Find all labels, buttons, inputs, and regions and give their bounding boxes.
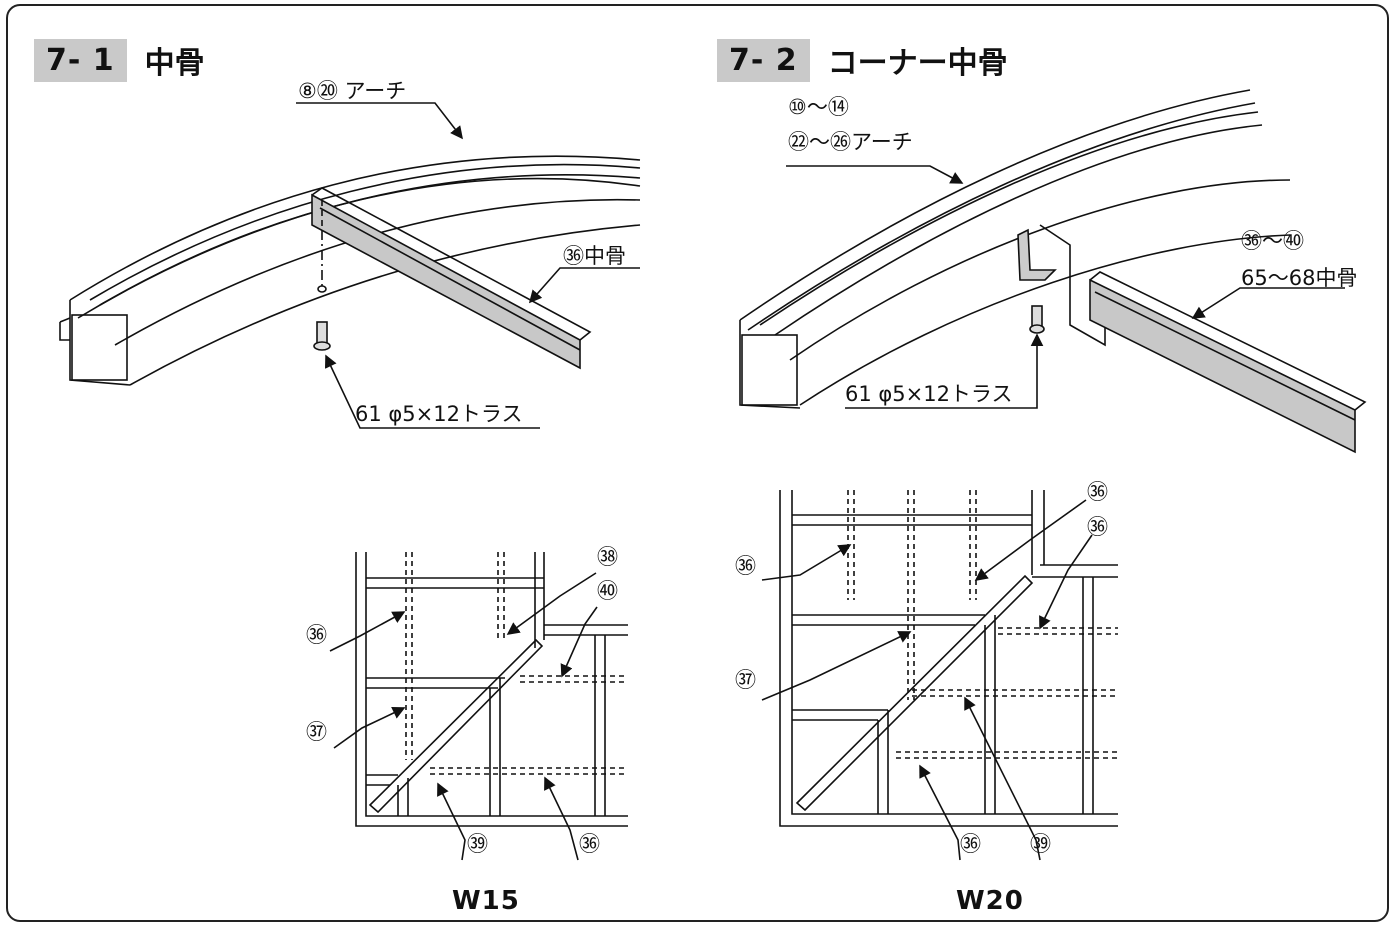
arch-7-2	[739, 89, 1291, 409]
callout-w20-37: ㊲	[735, 668, 756, 692]
label-arch-7-2-line2: ㉒～㉖アーチ	[788, 130, 913, 154]
label-screw-7-2: 61 φ5×12トラス	[845, 382, 1013, 406]
outer-frame	[6, 4, 1389, 922]
callout-w15-36-bottom: ㊱	[579, 832, 600, 856]
section-7-1-title: 中骨	[144, 46, 205, 81]
leader-naka-7-1	[528, 267, 640, 304]
callout-w20-39: ㊴	[1030, 832, 1051, 856]
section-7-1-header: 7- 1 中骨	[34, 38, 205, 82]
caption-w15: W15	[452, 886, 520, 916]
leader-screw-7-2	[845, 333, 1044, 409]
callout-w15-38: ㊳	[597, 545, 618, 569]
plan-w15	[329, 552, 628, 861]
cross-member-7-1	[311, 187, 592, 370]
label-arch-7-1: ⑧⑳ アーチ	[298, 79, 407, 103]
leader-screw-7-1	[324, 354, 540, 429]
label-arch-7-2-line1: ⑩～⑭	[788, 95, 849, 119]
label-naka-7-2-line2: 65～68中骨	[1241, 266, 1358, 290]
callout-w20-36-right: ㊱	[1087, 515, 1108, 539]
label-screw-7-1: 61 φ5×12トラス	[355, 402, 523, 426]
screw-7-2	[1029, 305, 1045, 334]
screw-7-1	[313, 321, 331, 351]
arch-7-1	[59, 155, 641, 386]
callout-w20-36-top: ㊱	[1087, 480, 1108, 504]
section-7-1-number: 7- 1	[34, 38, 127, 82]
callout-w15-37: ㊲	[306, 720, 327, 744]
callout-w15-40: ㊵	[597, 579, 618, 603]
caption-w20: W20	[956, 886, 1024, 916]
cross-member-7-2	[1089, 271, 1367, 454]
plan-w20	[761, 490, 1118, 861]
section-7-2-header: 7- 2 コーナー中骨	[717, 38, 1008, 82]
section-7-2-number: 7- 2	[717, 38, 810, 82]
callout-w20-36-left: ㊱	[735, 554, 756, 578]
callout-w15-36-left: ㊱	[306, 623, 327, 647]
leader-arch-7-2	[786, 165, 964, 184]
label-naka-7-1: ㊱中骨	[563, 244, 626, 268]
leader-naka-7-2	[1191, 287, 1345, 319]
corner-bracket	[1017, 224, 1106, 347]
bolt-hole	[317, 285, 327, 293]
callout-w20-36-bottom: ㊱	[960, 832, 981, 856]
label-naka-7-2-line1: ㊱～㊵	[1241, 229, 1304, 253]
callout-w15-39: ㊴	[467, 832, 488, 856]
leader-arch-7-1	[296, 102, 463, 140]
section-7-2-title: コーナー中骨	[827, 46, 1008, 81]
